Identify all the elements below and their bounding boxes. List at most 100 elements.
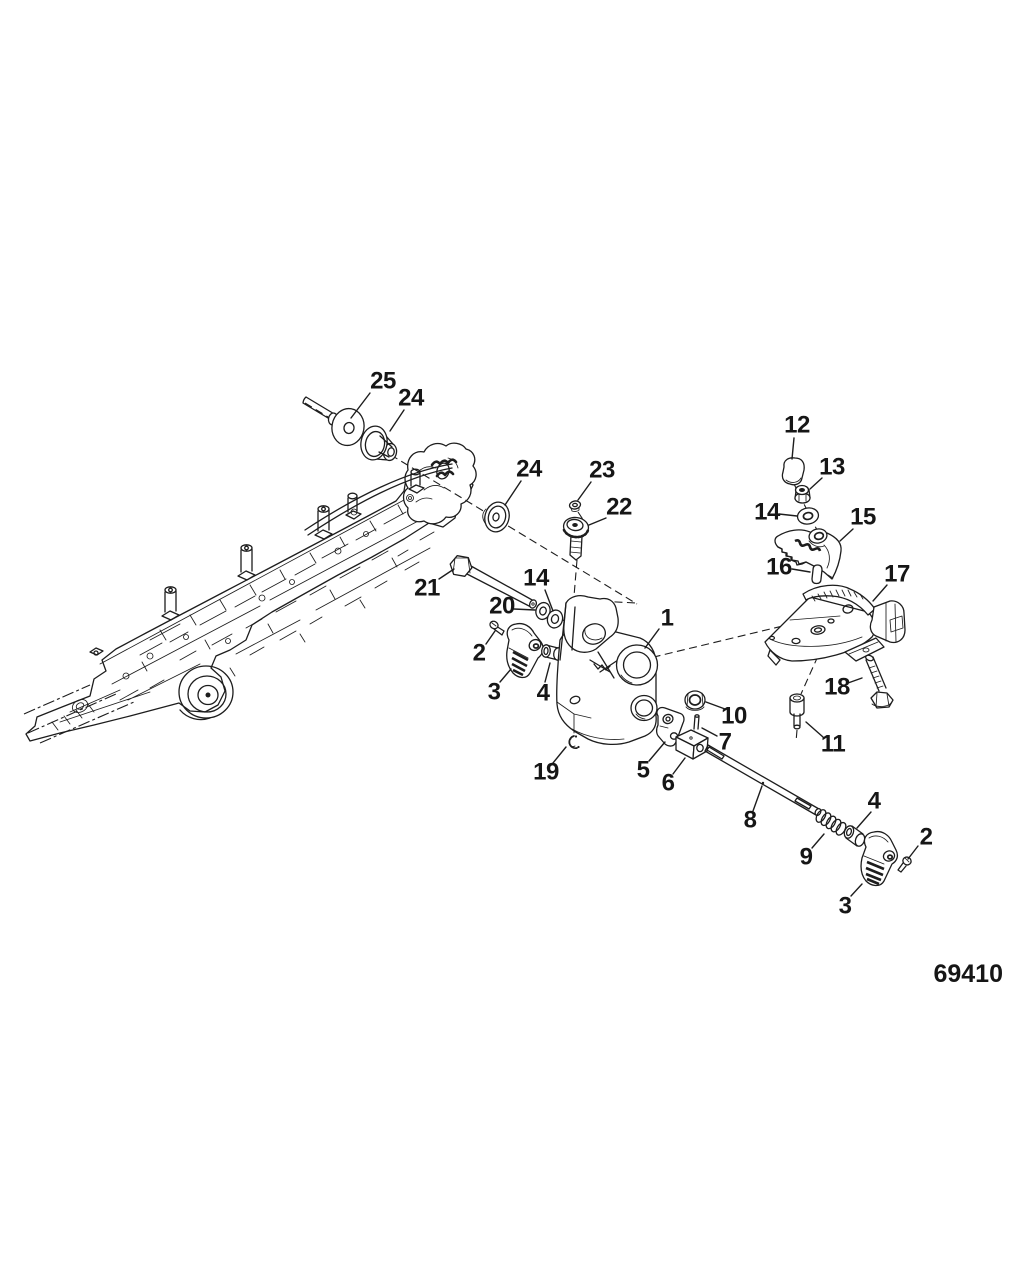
nut-23 (568, 500, 582, 512)
leader-line-15 (839, 528, 854, 542)
callout-20: 20 (489, 593, 515, 620)
stern-bracket-assembly (23, 396, 477, 744)
callout-4: 4 (537, 680, 551, 707)
lever-15 (774, 528, 842, 580)
callout-18: 18 (824, 674, 850, 701)
centerline-extensions (23, 684, 135, 744)
base-right-post (869, 600, 906, 644)
screw-2-right (897, 856, 912, 873)
callout-3: 3 (488, 679, 501, 706)
callout-14: 14 (523, 565, 550, 592)
screw-22 (562, 516, 590, 561)
bracket-internal (589, 651, 619, 679)
washer-14-left (546, 609, 564, 629)
leader-line-5 (648, 741, 666, 762)
bushing-4-right (843, 825, 866, 847)
leader-line-11 (805, 721, 824, 738)
locknut-13 (794, 484, 811, 504)
leader-line-22 (588, 517, 607, 526)
leader-line-16 (791, 568, 811, 573)
washer-14-right (796, 507, 820, 525)
cable-sweep (304, 463, 453, 536)
assembly-rails (59, 499, 431, 723)
callout-2: 2 (473, 640, 486, 667)
screw-11 (789, 693, 805, 730)
leader-line-8 (752, 785, 763, 812)
callout-7: 7 (719, 729, 732, 756)
bolt-21 (449, 555, 538, 609)
drawing-number: 69410 (933, 960, 1003, 988)
co-pilot-block (402, 442, 477, 525)
grip-3-left (506, 622, 544, 679)
leader-line-7 (701, 727, 718, 737)
assembly-outline (25, 446, 474, 742)
leader-line-24 (389, 409, 405, 432)
callout-25: 25 (370, 368, 396, 395)
callout-24: 24 (516, 456, 543, 483)
block-6 (675, 729, 709, 760)
leader-line-19 (552, 746, 567, 764)
callout-15: 15 (850, 504, 876, 531)
callout-23: 23 (589, 457, 615, 484)
leader-line-21 (438, 568, 455, 580)
leader-line-24 (504, 480, 522, 506)
leader-line-9 (811, 833, 825, 849)
callout-14: 14 (754, 499, 781, 526)
lever-teeth (777, 546, 807, 566)
grip-hatch-left (511, 650, 529, 677)
callout-22: 22 (606, 494, 632, 521)
leader-line-18 (847, 677, 863, 684)
pin-16 (811, 564, 823, 585)
callout-16: 16 (766, 554, 792, 581)
callout-19: 19 (533, 759, 559, 786)
tilt-tube-boss (178, 665, 234, 721)
leader-line-13 (809, 477, 823, 490)
screw-2-left (489, 620, 505, 636)
leader-line-17 (872, 584, 888, 602)
callout-4: 4 (868, 788, 882, 815)
callout-24: 24 (398, 385, 425, 412)
leader-line-1 (644, 628, 660, 649)
leader-line-20 (513, 608, 536, 611)
lever-base-17 (764, 584, 906, 666)
leader-line-10 (705, 701, 726, 710)
base-serration (811, 589, 864, 602)
washer-25 (327, 407, 365, 447)
spring-9 (815, 809, 847, 836)
grommet-24-lower (482, 501, 510, 533)
leader-line-3 (499, 668, 512, 683)
callout-10: 10 (721, 703, 747, 730)
bracket-main-ring (615, 644, 659, 686)
callout-21: 21 (414, 575, 440, 602)
e-clip-19 (568, 735, 580, 750)
lever-coil (794, 539, 822, 552)
assembly-detail-holes (71, 494, 414, 713)
callout-9: 9 (800, 844, 813, 871)
leader-line-3 (850, 883, 863, 897)
callout-3: 3 (839, 893, 852, 920)
leader-line-14 (544, 589, 554, 612)
grommet-24-upper (360, 425, 398, 462)
assembly-detail-ticks (51, 504, 404, 731)
cap-12 (781, 457, 805, 486)
callout-1: 1 (661, 605, 674, 632)
leader-line-23 (577, 481, 592, 501)
bolt-18 (864, 654, 894, 709)
pivot-bracket-1 (556, 595, 659, 746)
leader-line-4 (544, 662, 551, 683)
leader-line-12 (791, 437, 795, 460)
grip-hatch-right (865, 860, 885, 886)
assembly-detail-strokes (119, 511, 435, 701)
leader-line-14 (778, 513, 798, 517)
leader-line-25 (350, 392, 371, 419)
callout-5: 5 (637, 757, 650, 784)
callout-11: 11 (821, 731, 846, 758)
grip-3-right (860, 830, 899, 887)
rod-8 (704, 744, 822, 817)
callout-12: 12 (784, 412, 810, 439)
callout-8: 8 (744, 807, 757, 834)
callout-6: 6 (662, 770, 675, 797)
